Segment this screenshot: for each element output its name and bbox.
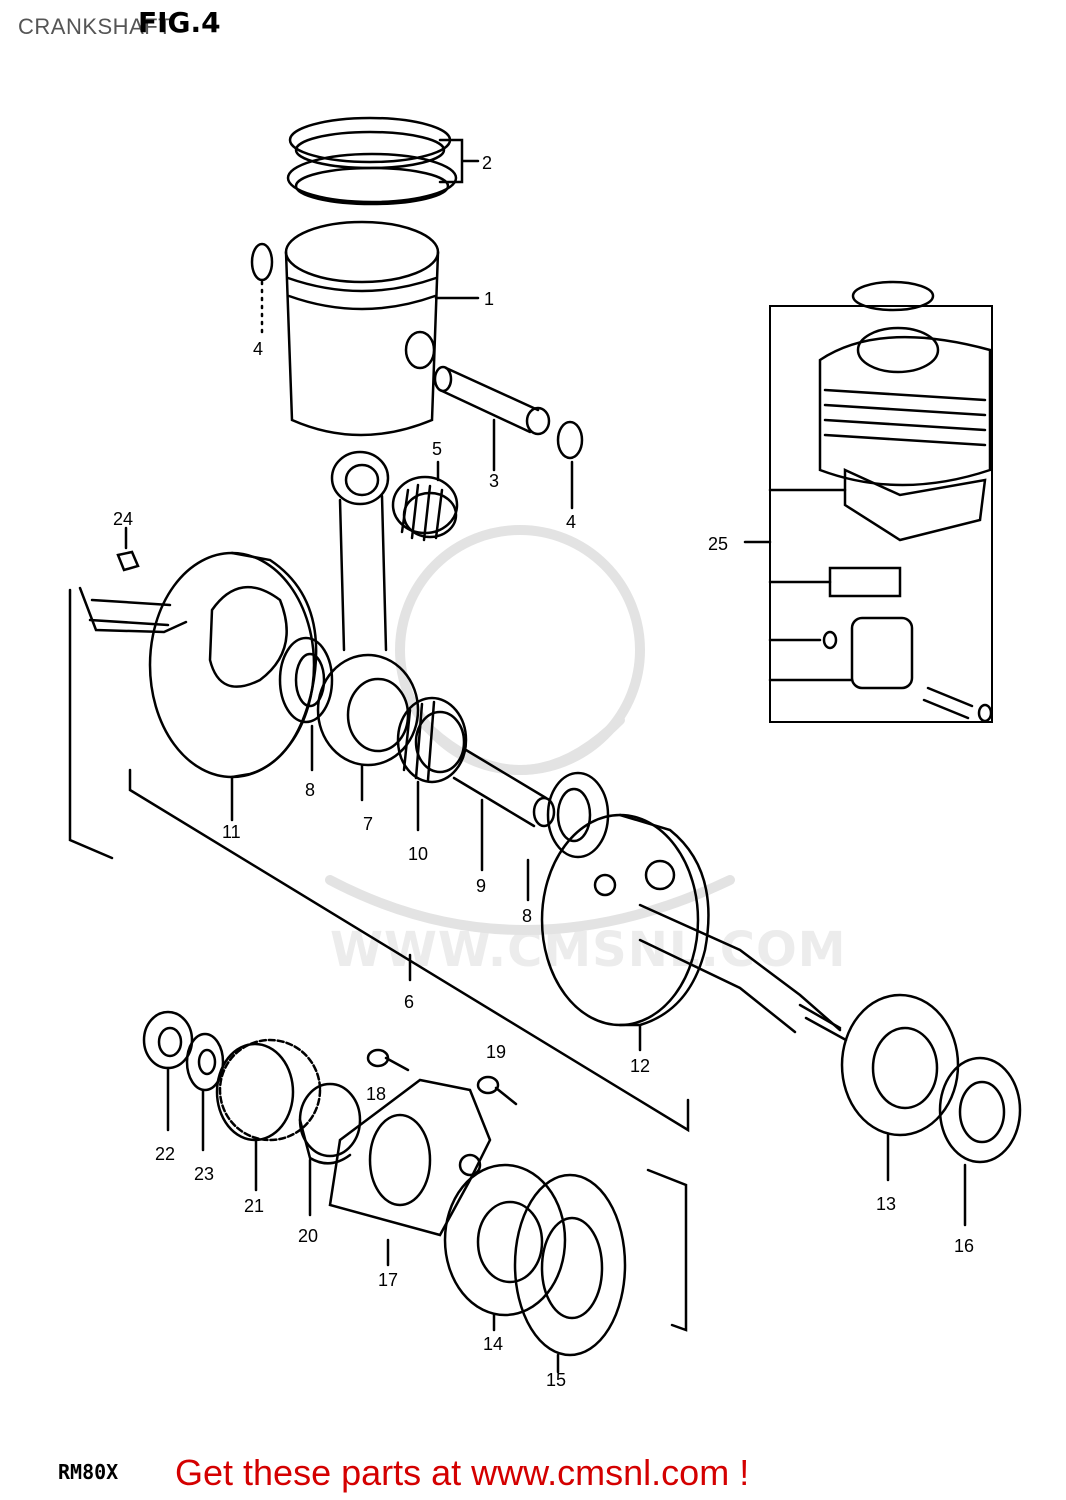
label-9: 9 <box>476 876 486 896</box>
crank-pin <box>452 748 556 872</box>
page-title: CRANKSHAFT <box>18 14 173 39</box>
crank-half-right <box>540 813 848 1052</box>
label-1: 1 <box>484 289 494 309</box>
label-24: 24 <box>113 509 133 529</box>
label-23: 23 <box>194 1164 214 1184</box>
woodruff-key <box>116 526 140 572</box>
label-20: 20 <box>298 1226 318 1246</box>
label-13: 13 <box>876 1194 896 1214</box>
label-7: 7 <box>363 814 373 834</box>
label-4-left: 4 <box>253 339 263 359</box>
label-10: 10 <box>408 844 428 864</box>
watermark-text: WWW.CMSNL.COM <box>330 922 847 978</box>
oil-seal-right <box>938 1056 1022 1227</box>
piston <box>284 220 480 437</box>
shop-link-text[interactable]: Get these parts at www.cmsnl.com ! <box>175 1452 750 1493</box>
primary-drive-gear <box>215 1038 322 1192</box>
label-4-right: 4 <box>566 512 576 532</box>
bearing-right <box>840 993 960 1182</box>
needle-bearing-small-end <box>391 460 459 542</box>
label-14: 14 <box>483 1334 503 1354</box>
cylinder-kit <box>743 280 993 723</box>
spacer <box>298 1082 362 1217</box>
needle-bearing-crankpin <box>396 696 468 832</box>
screw-18 <box>366 1048 410 1072</box>
washer-23 <box>185 1032 225 1152</box>
thrust-washer-left <box>278 636 334 772</box>
bearing-retainer-plate <box>328 1078 492 1267</box>
label-12: 12 <box>630 1056 650 1076</box>
crank-half-left <box>78 551 318 822</box>
connecting-rod <box>316 450 420 802</box>
label-19: 19 <box>486 1042 506 1062</box>
label-17: 17 <box>378 1270 398 1290</box>
model-code: RM80X <box>58 1460 119 1484</box>
circlip-left <box>250 242 274 282</box>
label-25: 25 <box>708 534 728 554</box>
label-11: 11 <box>222 822 241 842</box>
circlip-right <box>556 420 584 460</box>
label-15: 15 <box>546 1370 566 1390</box>
label-18: 18 <box>366 1084 386 1104</box>
screw-19 <box>476 1075 518 1106</box>
label-22: 22 <box>155 1144 175 1164</box>
bearing-left <box>443 1163 567 1332</box>
label-2: 2 <box>482 153 492 173</box>
label-16: 16 <box>954 1236 974 1256</box>
label-8-left: 8 <box>305 780 315 800</box>
label-8-right: 8 <box>522 906 532 926</box>
crankshaft-assembly-bracket <box>68 588 690 1332</box>
oil-seal-left <box>513 1173 627 1374</box>
part-number-labels: 2 1 4 5 3 4 24 25 8 11 7 10 9 8 6 12 19 … <box>113 153 974 1390</box>
label-6: 6 <box>404 992 414 1012</box>
label-3: 3 <box>489 471 499 491</box>
label-21: 21 <box>244 1196 264 1216</box>
figure-number: FIG.4 <box>138 6 221 39</box>
piston-pin <box>433 365 551 472</box>
label-5: 5 <box>432 439 442 459</box>
piston-rings <box>286 116 480 206</box>
nut-22 <box>142 1010 194 1132</box>
watermark-mascot <box>325 525 735 935</box>
